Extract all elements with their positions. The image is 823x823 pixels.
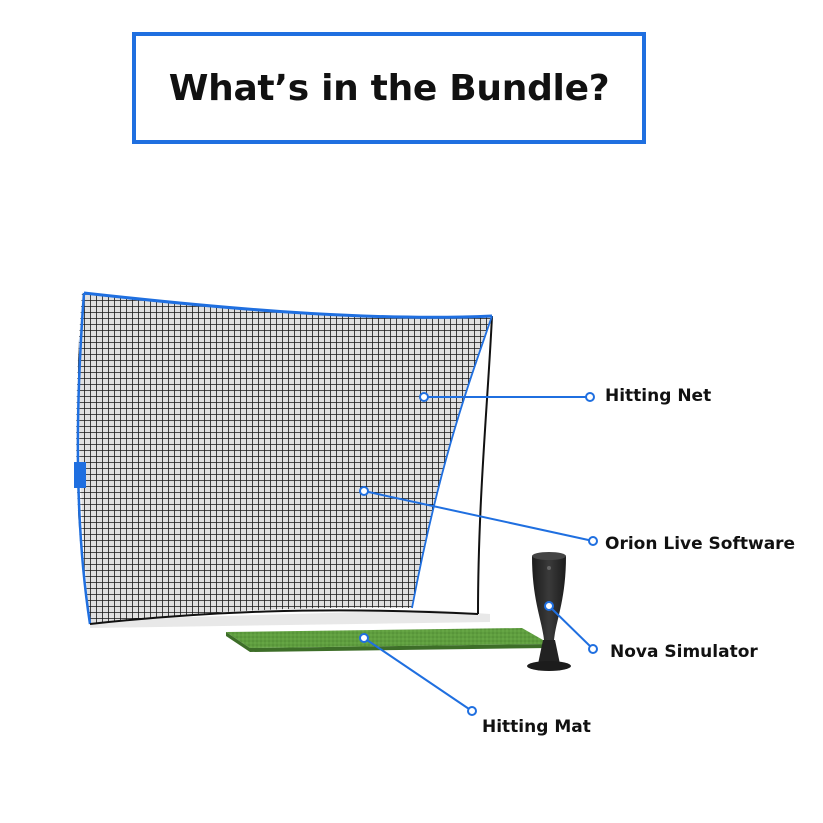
- callout-label-hitting-mat: Hitting Mat: [482, 717, 591, 737]
- hitting-mat-icon: [226, 628, 550, 652]
- callout-dot-hitting-net: [585, 392, 595, 402]
- launch-monitor-icon: [527, 552, 571, 671]
- golf-net-icon: [74, 291, 493, 628]
- callout-anchor-hitting-net: [419, 392, 429, 402]
- callout-anchor-orion-software: [359, 486, 369, 496]
- callout-anchor-nova-simulator: [544, 601, 554, 611]
- callout-dot-orion-software: [588, 536, 598, 546]
- title-frame: What’s in the Bundle?: [132, 32, 646, 144]
- callout-label-orion-software: Orion Live Software: [605, 534, 796, 554]
- callout-anchor-hitting-mat: [359, 633, 369, 643]
- callout-dot-hitting-mat: [467, 706, 477, 716]
- callout-lines: [359, 392, 598, 716]
- callout-line-nova-simulator: [548, 605, 594, 650]
- callout-label-hitting-net: Hitting Net: [605, 386, 712, 406]
- callout-line-hitting-mat: [363, 637, 473, 712]
- callout-dot-nova-simulator: [588, 644, 598, 654]
- page-title: What’s in the Bundle?: [168, 67, 610, 109]
- callout-line-orion-software: [363, 490, 594, 542]
- callout-label-nova-simulator: Nova Simulator: [610, 642, 758, 662]
